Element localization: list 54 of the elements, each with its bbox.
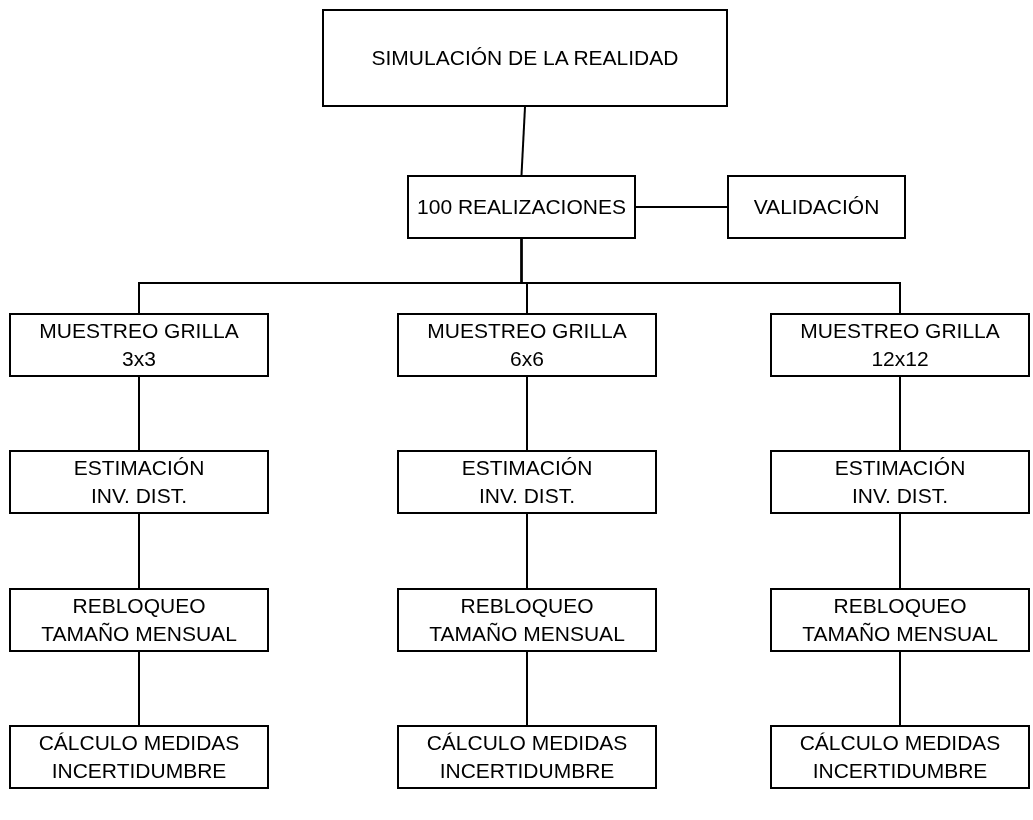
process-box (397, 725, 657, 789)
box-text: REBLOQUEO (833, 592, 967, 619)
box-text: MUESTREO GRILLA (800, 317, 1000, 344)
process-box (397, 588, 657, 652)
connector-line (520, 106, 526, 176)
process-box (397, 313, 657, 377)
box-text: ESTIMACIÓN (834, 454, 966, 481)
box-text: 12x12 (871, 346, 929, 372)
box-text: TAMAÑO MENSUAL (41, 621, 237, 647)
process-box (770, 450, 1030, 514)
process-box (397, 450, 657, 514)
connector-line (526, 513, 528, 589)
connector-line (899, 376, 901, 451)
process-box (407, 175, 636, 239)
process-box (770, 313, 1030, 377)
box-text: INCERTIDUMBRE (812, 758, 988, 784)
box-text: INV. DIST. (478, 483, 576, 509)
process-box (770, 588, 1030, 652)
box-text: SIMULACIÓN DE LA REALIDAD (371, 44, 679, 71)
connector-line (138, 376, 140, 451)
box-text: CÁLCULO MEDIDAS (426, 729, 628, 756)
connector-line (899, 513, 901, 589)
box-text: INV. DIST. (90, 483, 188, 509)
box-text: INV. DIST. (851, 483, 949, 509)
box-text: TAMAÑO MENSUAL (802, 621, 998, 647)
process-box (9, 450, 269, 514)
box-text: CÁLCULO MEDIDAS (38, 729, 240, 756)
box-text: REBLOQUEO (460, 592, 594, 619)
process-box (770, 725, 1030, 789)
process-box (9, 725, 269, 789)
box-text: 3x3 (122, 346, 156, 372)
process-box (9, 313, 269, 377)
connector-line (138, 513, 140, 589)
connector-line (526, 651, 528, 726)
box-text: INCERTIDUMBRE (51, 758, 227, 784)
process-box (727, 175, 906, 239)
connector-line (899, 651, 901, 726)
box-text: INCERTIDUMBRE (439, 758, 615, 784)
connector-line (138, 651, 140, 726)
box-text: CÁLCULO MEDIDAS (799, 729, 1001, 756)
process-box (9, 588, 269, 652)
box-text: REBLOQUEO (72, 592, 206, 619)
box-text: VALIDACIÓN (753, 193, 880, 220)
box-text: MUESTREO GRILLA (427, 317, 627, 344)
connector-line (635, 206, 728, 208)
box-text: 6x6 (510, 346, 544, 372)
connector-line (520, 238, 901, 314)
box-text: TAMAÑO MENSUAL (429, 621, 625, 647)
connector-line (526, 376, 528, 451)
box-text: 100 REALIZACIONES (417, 193, 626, 220)
box-text: ESTIMACIÓN (73, 454, 205, 481)
box-text: MUESTREO GRILLA (39, 317, 239, 344)
process-box (322, 9, 728, 107)
box-text: ESTIMACIÓN (461, 454, 593, 481)
